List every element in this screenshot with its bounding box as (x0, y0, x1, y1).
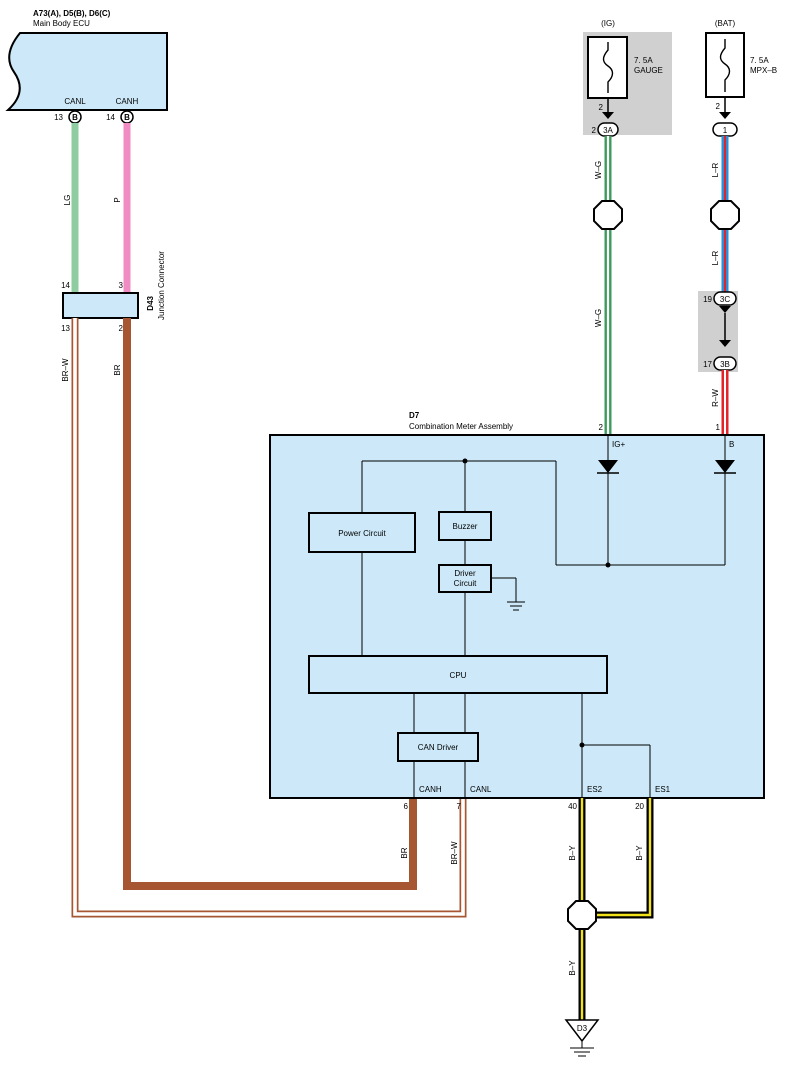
meter-pin-b-name: B (729, 440, 734, 449)
meter-pin-canh-name: CANH (419, 785, 442, 794)
junction-name: Junction Connector (157, 251, 166, 320)
can-driver-label: CAN Driver (418, 743, 459, 752)
driver-circuit-label-1: Driver (454, 569, 476, 578)
connector-3c-pin: 19 (703, 295, 712, 304)
wire-label-brw-left: BR–W (61, 358, 70, 382)
driver-ground-icon (507, 601, 525, 611)
junction-pin-top-left: 14 (61, 281, 70, 290)
meter-pin-es2-num: 40 (568, 802, 577, 811)
ground-icon (570, 1047, 594, 1057)
junction-dot-es (579, 742, 585, 748)
meter-name: Combination Meter Assembly (409, 422, 513, 431)
wire-b-y-es1 (582, 798, 654, 919)
ground-ref: D3 (577, 1024, 588, 1033)
ecu-ref: A73(A), D5(B), D6(C) (33, 9, 111, 18)
ecu-connector-letter-canl: B (72, 113, 78, 122)
fuse-bat-source: (BAT) (715, 19, 736, 28)
connector-3a-pin: 2 (592, 126, 597, 135)
wire-label-br-left: BR (113, 364, 122, 375)
driver-circuit-label-2: Circuit (454, 579, 477, 588)
fuse-ig-name: GAUGE (634, 66, 663, 75)
meter-pin-canl-num: 7 (457, 802, 462, 811)
connector-1: 1 (712, 122, 738, 137)
meter-ref: D7 (409, 411, 420, 420)
wire-label-p: P (113, 197, 122, 202)
diode-ig (597, 460, 619, 474)
meter-pin-es1-name: ES1 (655, 785, 671, 794)
meter-internal-wiring (361, 435, 726, 798)
fuse-ig-rating: 7. 5A (634, 56, 653, 65)
wire-label-wg-upper: W–G (594, 161, 603, 179)
power-circuit-block: Power Circuit (308, 512, 416, 553)
fuse-bat-rating: 7. 5A (750, 56, 769, 65)
fuse-ig-source: (IG) (601, 19, 615, 28)
ecu-name: Main Body ECU (33, 19, 90, 28)
meter-pin-b-num: 1 (716, 423, 721, 432)
wire-br (123, 318, 417, 890)
wire-label-by-es2: B–Y (568, 845, 577, 861)
junction-dot-ig (605, 562, 611, 568)
junction-pin-bottom-right: 2 (119, 324, 124, 333)
fuse-mpx-b: (BAT) 7. 5A MPX–B 2 (705, 19, 777, 119)
connector-3b-id: 3B (720, 360, 730, 369)
buzzer-block: Buzzer (438, 511, 492, 541)
ecu-pin-canh-name: CANH (116, 97, 139, 106)
connector-1-id: 1 (723, 126, 728, 135)
wire-label-lr-lower: L–R (711, 250, 720, 265)
connector-3a-id: 3A (603, 126, 613, 135)
wire-label-lg: LG (63, 195, 72, 206)
fuse-bat-pin: 2 (716, 102, 721, 111)
wire-label-by-es1: B–Y (635, 845, 644, 861)
meter-pin-ig-name: IG+ (612, 440, 625, 449)
connector-3c: 19 3C (703, 291, 737, 306)
diode-b (714, 460, 736, 474)
cpu-label: CPU (450, 671, 467, 680)
cpu-block: CPU (308, 655, 608, 694)
connector-3c-id: 3C (720, 295, 730, 304)
splice-wg (593, 200, 623, 230)
connector-3b-pin: 17 (703, 360, 712, 369)
fuse-bat-name: MPX–B (750, 66, 777, 75)
ecu-connector-letter-canh: B (124, 113, 130, 122)
wire-label-br-bottom: BR (400, 847, 409, 858)
wire-br-w (71, 318, 467, 918)
meter-pin-es2-name: ES2 (587, 785, 603, 794)
wire-label-lr-upper: L–R (711, 162, 720, 177)
main-body-ecu: A73(A), D5(B), D6(C) Main Body ECU CANL … (5, 9, 168, 124)
ecu-pin-canl-num: 13 (54, 113, 63, 122)
fuse-gauge-symbol (602, 42, 614, 93)
wire-label-brw-bottom: BR–W (450, 841, 459, 865)
splice-lr (710, 200, 740, 230)
ecu-pin-canh-num: 14 (106, 113, 115, 122)
connector-3b-pin-arrow (719, 340, 731, 347)
connector-3a: 2 3A (592, 122, 619, 137)
junction-ref: D43 (146, 295, 155, 310)
junction-connector: 14 3 13 2 D43 Junction Connector (61, 251, 166, 333)
ecu-pin-canl-name: CANL (64, 97, 86, 106)
wire-label-by-ground: B–Y (568, 960, 577, 976)
ground-d3: D3 (564, 1019, 600, 1057)
power-circuit-label: Power Circuit (338, 529, 386, 538)
can-driver-block: CAN Driver (397, 732, 479, 762)
driver-circuit-block: Driver Circuit (438, 564, 492, 593)
fuse-mpx-b-symbol (719, 39, 731, 92)
junction-dot-top (462, 458, 468, 464)
fuse-ig-pin: 2 (599, 103, 604, 112)
junction-pin-top-right: 3 (119, 281, 124, 290)
meter-pin-canl-name: CANL (470, 785, 492, 794)
meter-pin-ig-num: 2 (599, 423, 604, 432)
meter-pin-canh-num: 6 (404, 802, 409, 811)
combination-meter: D7 Combination Meter Assembly 2 1 IG+ B (269, 411, 765, 799)
junction-pin-bottom-left: 13 (61, 324, 70, 333)
connector-3c-pin-arrow (719, 306, 731, 313)
wire-label-rw: R–W (711, 389, 720, 407)
buzzer-label: Buzzer (453, 522, 478, 531)
splice-by (567, 900, 597, 930)
meter-pin-es1-num: 20 (635, 802, 644, 811)
fuse-gauge: (IG) 7. 5A GAUGE 2 (587, 19, 663, 119)
wire-label-wg-lower: W–G (594, 309, 603, 327)
